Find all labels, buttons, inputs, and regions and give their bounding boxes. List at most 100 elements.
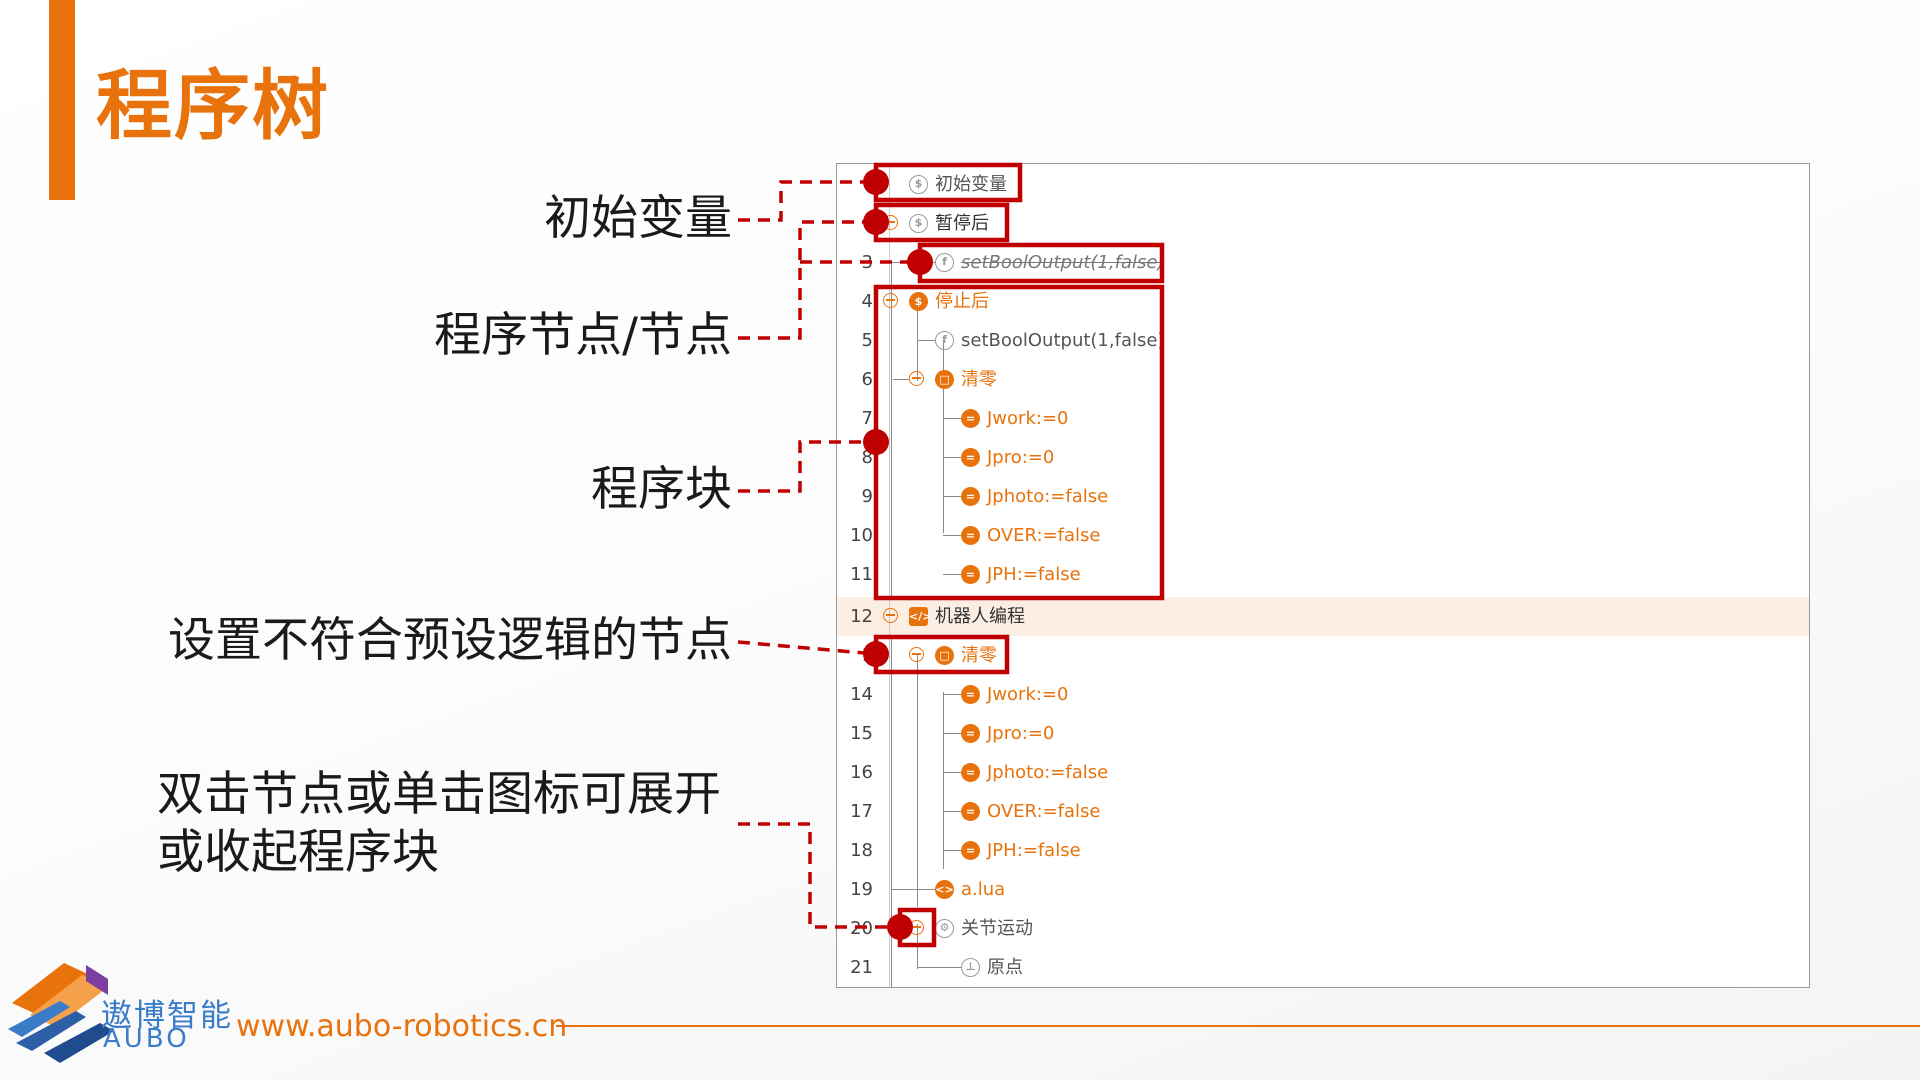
assign-icon: = (961, 802, 980, 821)
tree-node-label: Jwork:=0 (987, 684, 1069, 705)
assign-icon: = (961, 409, 980, 428)
tree-node-label: 暂停后 (935, 213, 989, 234)
tree-guide-line (943, 692, 944, 869)
tree-branch-line (891, 889, 935, 890)
tree-row[interactable]: 7 = Jwork:=0 (837, 399, 1809, 438)
title-accent-bar (49, 0, 75, 200)
assign-icon: = (961, 565, 980, 584)
tree-node-label: 停止后 (935, 291, 989, 312)
block-icon: □ (935, 370, 954, 389)
collapse-toggle-icon[interactable] (883, 293, 898, 308)
collapse-toggle-icon[interactable] (883, 215, 898, 230)
tree-node-label: OVER:=false (987, 525, 1101, 546)
tree-node-label: Jpro:=0 (987, 447, 1055, 468)
tree-node-label: 原点 (987, 957, 1023, 978)
tree-branch-line (943, 535, 961, 536)
tree-node-label: OVER:=false (987, 801, 1101, 822)
line-number: 8 (861, 447, 873, 468)
label-invalid-node: 设置不符合预设逻辑的节点 (168, 613, 732, 668)
pause-event-icon: $ (909, 214, 928, 233)
tree-row[interactable]: 21 ⊥ 原点 (837, 948, 1809, 987)
tree-branch-line (943, 694, 961, 695)
tree-node-label: Jwork:=0 (987, 408, 1069, 429)
tree-row[interactable]: 6 □ 清零 (837, 360, 1809, 399)
label-program-node: 程序节点/节点 (434, 308, 732, 363)
tree-branch-line (943, 850, 961, 851)
script-file-icon: <> (935, 880, 954, 899)
tree-row[interactable]: 10 = OVER:=false (837, 516, 1809, 555)
assign-icon: = (961, 685, 980, 704)
assign-icon: = (961, 448, 980, 467)
joint-move-icon: ⚙ (935, 919, 954, 938)
collapse-toggle-icon[interactable] (883, 608, 898, 623)
line-number: 15 (850, 723, 873, 744)
tree-row[interactable]: $ 初始变量 (837, 165, 1809, 204)
tree-node-label: setBoolOutput(1,false) (961, 330, 1165, 351)
variable-icon: $ (909, 175, 928, 194)
tree-branch-line (943, 418, 961, 419)
line-number: 3 (861, 252, 873, 273)
io-function-icon: f (935, 331, 954, 350)
line-number: 5 (861, 330, 873, 351)
tree-row[interactable]: 3 f setBoolOutput(1,false) (837, 243, 1809, 282)
line-number: 1 (861, 645, 873, 666)
tree-branch-line (943, 457, 961, 458)
tree-node-label: a.lua (961, 879, 1006, 900)
tree-node-label: 关节运动 (961, 918, 1033, 939)
tree-row[interactable]: 19 <> a.lua (837, 870, 1809, 909)
tree-row[interactable]: 11 = JPH:=false (837, 555, 1809, 594)
label-initial-vars: 初始变量 (544, 191, 732, 246)
tree-row[interactable]: 17 = OVER:=false (837, 792, 1809, 831)
label-program-block: 程序块 (591, 462, 732, 517)
assign-icon: = (961, 841, 980, 860)
tree-row[interactable]: 1 □ 清零 (837, 636, 1809, 675)
tree-branch-line (943, 496, 961, 497)
label-expand-hint-1: 双击节点或单击图标可展开 (157, 767, 721, 822)
footer-divider (556, 1025, 1920, 1027)
tree-branch-line (891, 262, 935, 263)
tree-row[interactable]: 5 f setBoolOutput(1,false) (837, 321, 1809, 360)
line-number: 9 (861, 486, 873, 507)
line-number: 17 (850, 801, 873, 822)
brand-name-cn: 遨博智能 (101, 998, 233, 1034)
tree-branch-line (943, 574, 961, 575)
slide-title: 程序树 (96, 61, 330, 150)
label-expand-hint-2: 或收起程序块 (157, 825, 439, 880)
tree-branch-line (943, 733, 961, 734)
collapse-toggle-icon[interactable] (909, 371, 924, 386)
tree-branch-line (917, 340, 935, 341)
tree-node-label: JPH:=false (987, 564, 1081, 585)
tree-node-label: JPH:=false (987, 840, 1081, 861)
tree-node-label: 机器人编程 (935, 606, 1025, 627)
tree-row[interactable]: 4 $ 停止后 (837, 282, 1809, 321)
aubo-logo-icon (8, 963, 114, 1063)
tree-row[interactable]: 16 = Jphoto:=false (837, 753, 1809, 792)
tree-row[interactable]: 15 = Jpro:=0 (837, 714, 1809, 753)
collapse-toggle-icon[interactable] (909, 920, 924, 935)
line-number: 21 (850, 957, 873, 978)
program-tree-panel[interactable]: $ 初始变量 $ 暂停后 3 f setBoolOutput(1,false) … (836, 163, 1810, 988)
line-number: 16 (850, 762, 873, 783)
line-number: 4 (861, 291, 873, 312)
website-link[interactable]: www.aubo-robotics.cn (236, 1009, 568, 1044)
tree-row[interactable]: 9 = Jphoto:=false (837, 477, 1809, 516)
line-number: 19 (850, 879, 873, 900)
tree-row[interactable]: 20 ⚙ 关节运动 (837, 909, 1809, 948)
tree-row[interactable]: 18 = JPH:=false (837, 831, 1809, 870)
tree-node-label: 清零 (961, 645, 997, 666)
tree-row[interactable]: $ 暂停后 (837, 204, 1809, 243)
tree-guide-line (891, 636, 892, 987)
line-number: 7 (861, 408, 873, 429)
line-number: 12 (850, 606, 873, 627)
stop-event-icon: $ (909, 292, 928, 311)
assign-icon: = (961, 487, 980, 506)
collapse-toggle-icon[interactable] (909, 647, 924, 662)
tree-row[interactable]: 8 = Jpro:=0 (837, 438, 1809, 477)
tree-row[interactable]: 14 = Jwork:=0 (837, 675, 1809, 714)
robot-program-icon: </> (909, 607, 931, 626)
tree-node-label: 初始变量 (935, 174, 1007, 195)
assign-icon: = (961, 724, 980, 743)
tree-node-label: Jphoto:=false (987, 486, 1109, 507)
tree-row-selected[interactable]: 12 </> 机器人编程 (837, 597, 1809, 636)
